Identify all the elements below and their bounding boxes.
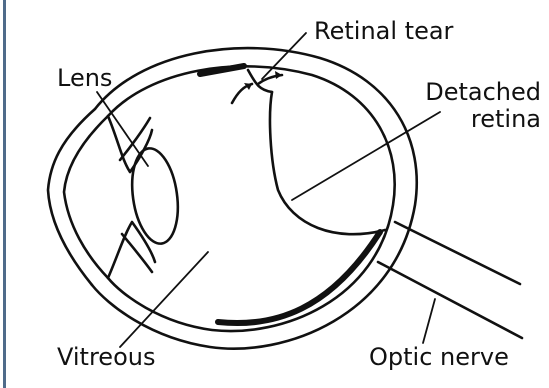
detached-retina [270, 92, 385, 234]
label-detached-retina-line1: Detached [423, 79, 541, 105]
retina-bottom-thick [218, 232, 380, 323]
iris-lower [108, 222, 155, 278]
label-vitreous: Vitreous [57, 344, 155, 370]
label-lens: Lens [57, 65, 112, 91]
label-detached-retina-line2: retina [423, 106, 541, 132]
iris-upper-2 [120, 118, 150, 160]
label-optic-nerve: Optic nerve [369, 344, 509, 370]
optic-nerve-top [395, 222, 520, 284]
tear-arrowhead-2 [275, 71, 282, 79]
cornea [48, 109, 95, 285]
lens [127, 145, 184, 246]
retina-top-thick [200, 66, 244, 74]
label-retinal-tear: Retinal tear [314, 18, 453, 44]
sclera-inner [108, 66, 395, 331]
leader-optic-nerve [423, 299, 435, 343]
iris-lower-2 [122, 234, 152, 272]
